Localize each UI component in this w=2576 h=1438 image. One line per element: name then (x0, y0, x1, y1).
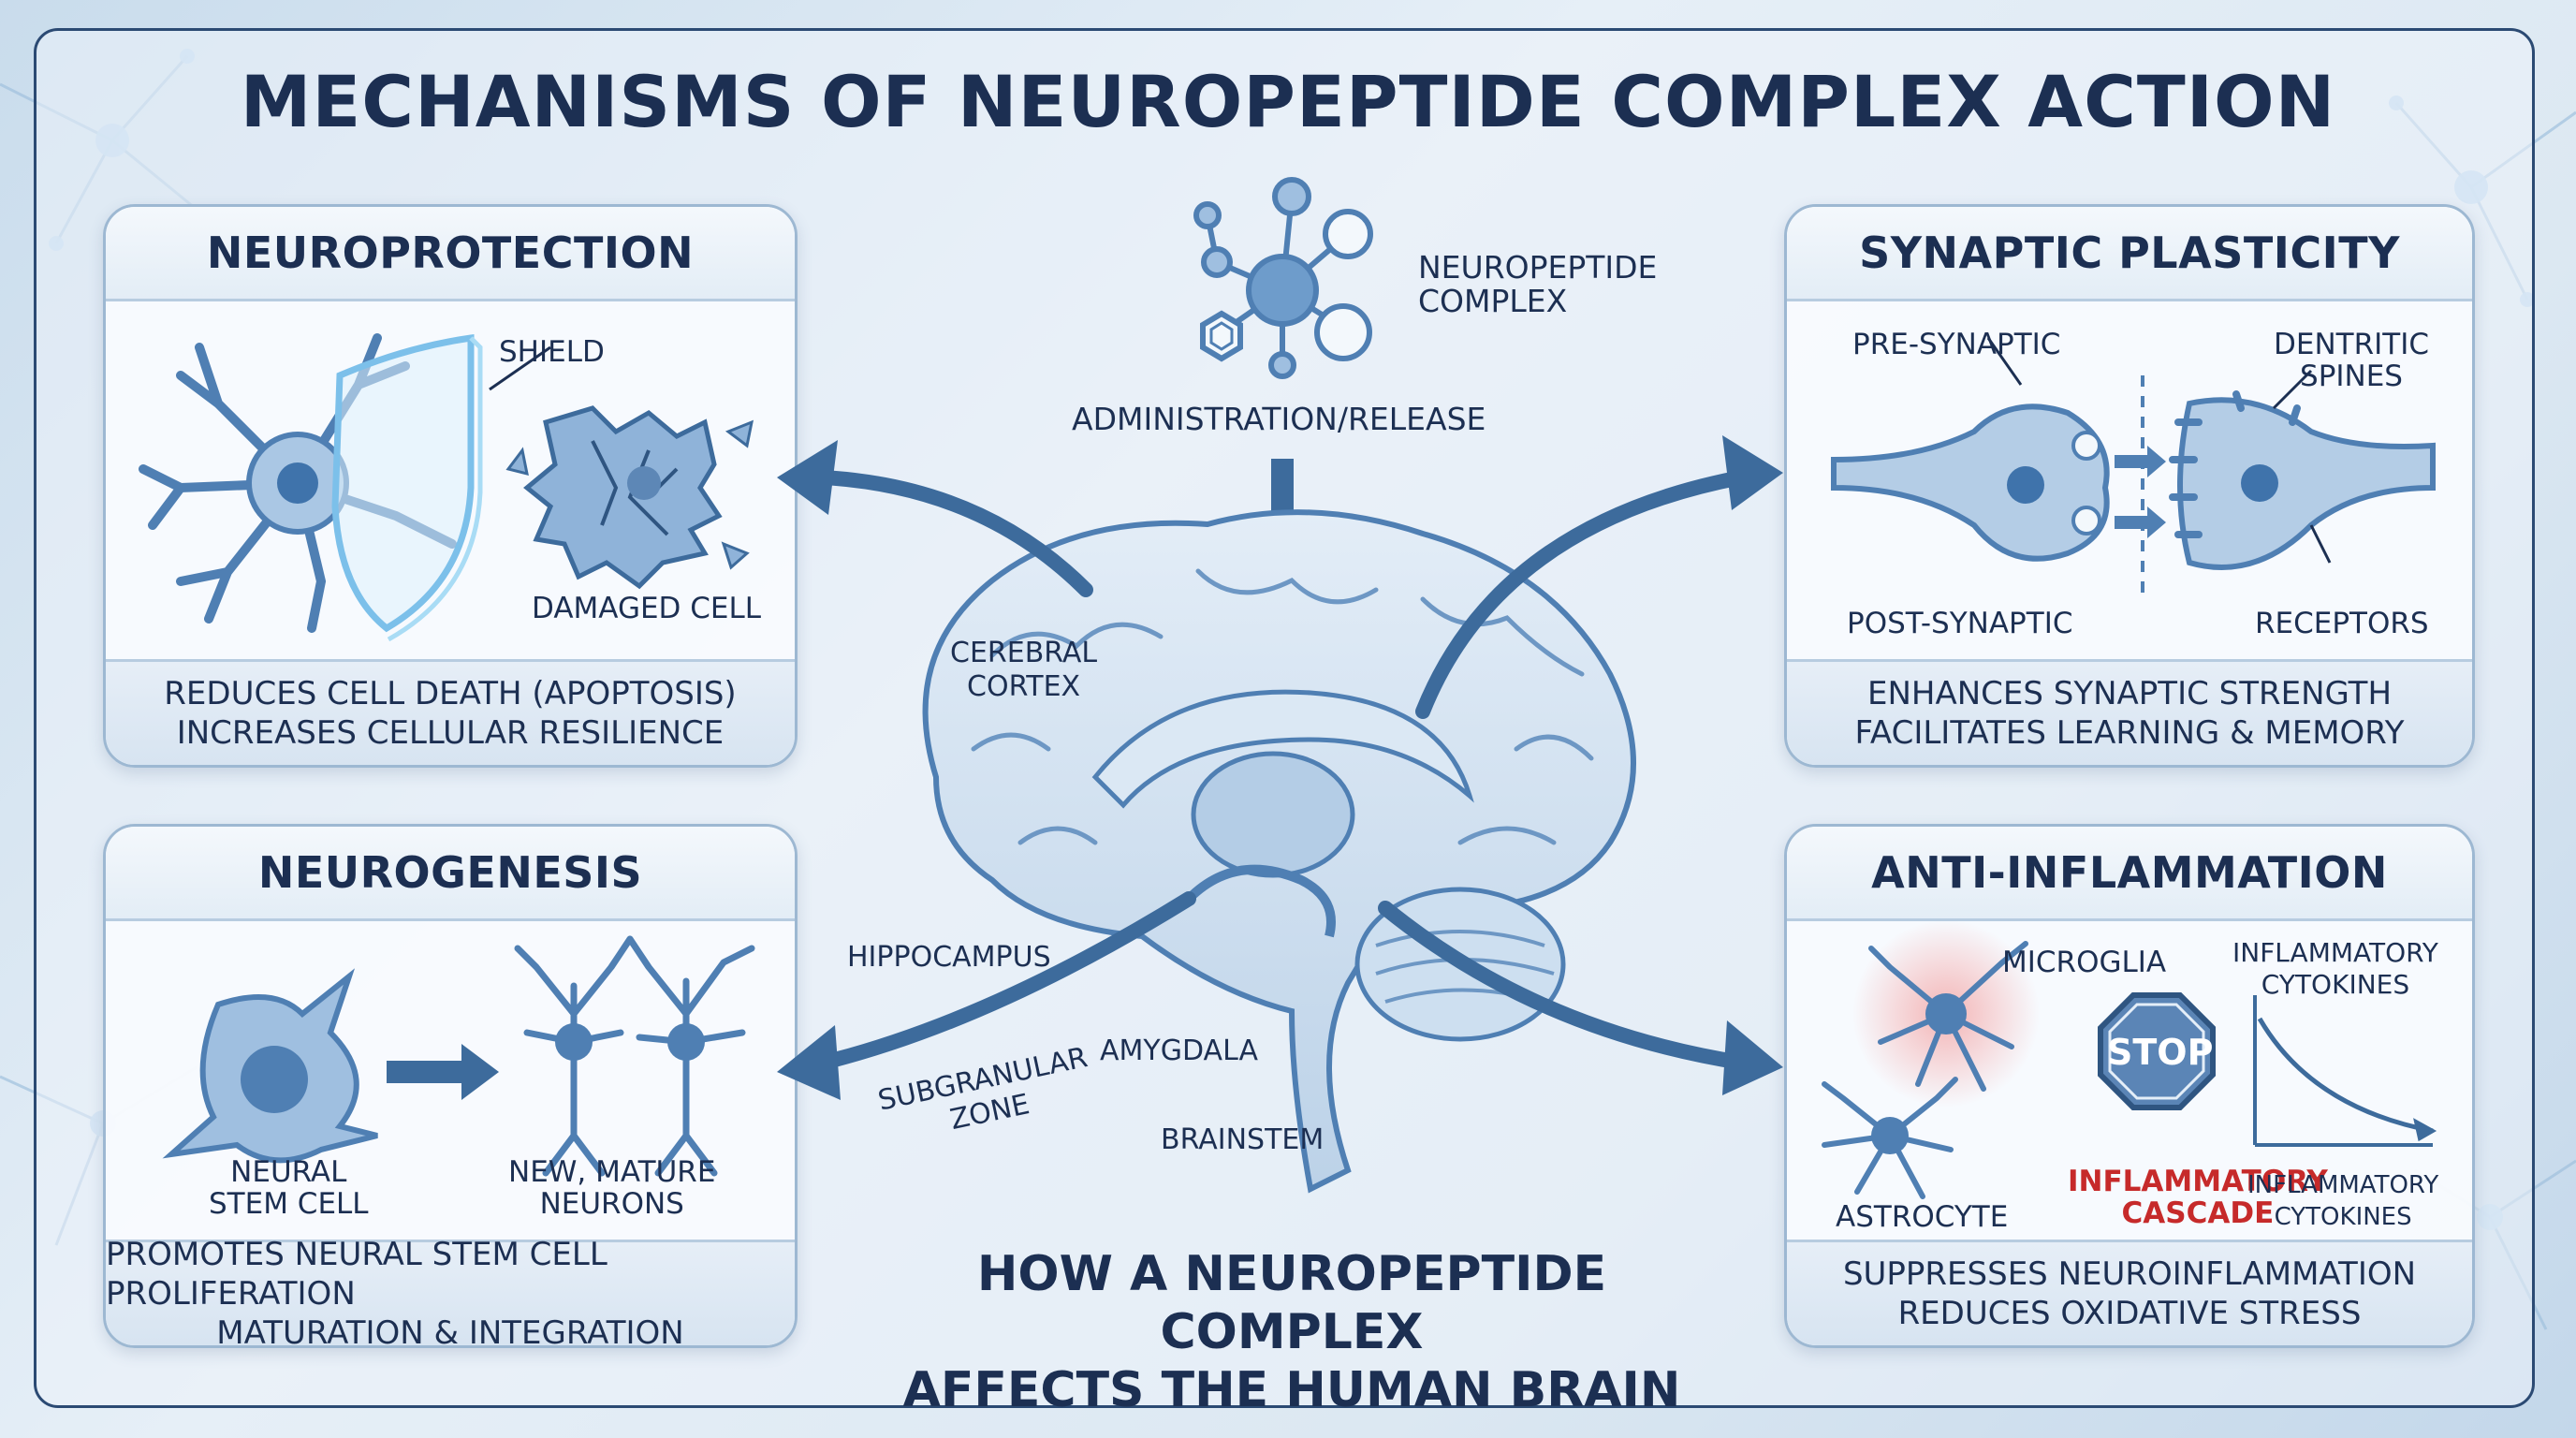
neurogenesis-panel: NEUROGENESIS NEURAL STEM CELL NEW, MATUR… (103, 824, 798, 1348)
neuroprotection-footer-line1: REDUCES CELL DEATH (APOPTOSIS) (164, 675, 737, 712)
post-synaptic-label: POST-SYNAPTIC (1847, 607, 2073, 640)
neuropeptide-complex-label: NEUROPEPTIDE COMPLEX (1418, 249, 1658, 319)
mature-neurons-label: NEW, MATURE NEURONS (508, 1155, 716, 1221)
astrocyte-icon (1822, 1077, 1958, 1199)
release-arrow-icon-2 (2115, 506, 2166, 538)
administration-label: ADMINISTRATION/RELEASE (1072, 401, 1486, 437)
cerebral-cortex-label: CEREBRAL CORTEX (950, 637, 1098, 703)
synapse-illustration (1831, 337, 2436, 600)
anti-inflammation-footer: SUPPRESSES NEUROINFLAMMATION REDUCES OXI… (1787, 1240, 2472, 1345)
receptors-label: RECEPTORS (2255, 607, 2429, 640)
differentiation-arrow-icon (387, 1044, 499, 1100)
neurogenesis-footer: PROMOTES NEURAL STEM CELL PROLIFERATION … (106, 1236, 795, 1348)
stop-sign-icon (2098, 992, 2216, 1110)
anti-inflammation-title: ANTI-INFLAMMATION (1787, 827, 2472, 921)
anti-inflammation-footer-line2: REDUCES OXIDATIVE STRESS (1897, 1295, 2362, 1332)
mature-neurons-icon (514, 935, 755, 1177)
damaged-cell-label: DAMAGED CELL (532, 592, 762, 625)
inflammatory-cascade-label: INFLAMMATORY CASCADE (2068, 1165, 2328, 1230)
synaptic-footer-line2: FACILITATES LEARNING & MEMORY (1854, 714, 2405, 752)
damaged-cell-icon (505, 405, 754, 590)
neurogenesis-illustration (162, 935, 755, 1177)
pre-synaptic-terminal-icon (1831, 404, 2110, 562)
cytokines-top-label: INFLAMMATORY CYTOKINES (2232, 937, 2438, 1000)
neural-stem-cell-icon (162, 968, 378, 1164)
shield-label: SHIELD (499, 335, 605, 369)
cytokines-bottom-label: INFLAMMATORY CYTOKINES (2247, 1171, 2439, 1231)
neuroprotection-title: NEUROPROTECTION (106, 207, 795, 301)
synaptic-plasticity-panel: SYNAPTIC PLASTICITY PRE-SYNAPTIC DENTRIT… (1784, 204, 2475, 768)
dendritic-spines-label: DENTRITIC SPINES (2274, 328, 2429, 393)
release-arrow-icon (2115, 446, 2166, 477)
brainstem-label: BRAINSTEM (1161, 1123, 1325, 1156)
neural-stem-cell-label: NEURAL STEM CELL (209, 1155, 369, 1221)
pre-synaptic-label: PRE-SYNAPTIC (1852, 328, 2061, 361)
amygdala-label: AMYGDALA (1100, 1034, 1258, 1067)
microglia-icon (1868, 941, 2028, 1092)
neuroprotection-panel: NEUROPROTECTION SHIELD DAMAGED CELL RED (103, 204, 798, 768)
neurogenesis-footer-line2: MATURATION & INTEGRATION (216, 1314, 684, 1348)
synaptic-plasticity-title: SYNAPTIC PLASTICITY (1787, 207, 2472, 301)
microglia-label: MICROGLIA (2002, 946, 2167, 979)
neurogenesis-footer-line1: PROMOTES NEURAL STEM CELL PROLIFERATION (106, 1236, 607, 1313)
anti-inflammation-panel: ANTI-INFLAMMATION MICROGLIA ASTROCYTE (1784, 824, 2475, 1348)
neuroprotection-illustration (139, 333, 754, 642)
hippocampus-label: HIPPOCAMPUS (847, 941, 1051, 974)
neurogenesis-title: NEUROGENESIS (106, 827, 795, 921)
astrocyte-label: ASTROCYTE (1836, 1200, 2009, 1234)
post-synaptic-spine-icon (2169, 390, 2436, 570)
page-title: MECHANISMS OF NEUROPEPTIDE COMPLEX ACTIO… (240, 60, 2336, 143)
stop-sign-text: STOP (2107, 1032, 2214, 1073)
bottom-caption: HOW A NEUROPEPTIDE COMPLEX AFFECTS THE H… (902, 1246, 1681, 1418)
cytokine-decline-chart-icon (2253, 995, 2437, 1147)
anti-inflammation-illustration (1822, 920, 2437, 1199)
shield-icon (331, 333, 483, 642)
anti-inflammation-footer-line1: SUPPRESSES NEUROINFLAMMATION (1842, 1255, 2417, 1293)
synaptic-plasticity-footer: ENHANCES SYNAPTIC STRENGTH FACILITATES L… (1787, 659, 2472, 765)
synaptic-footer-line1: ENHANCES SYNAPTIC STRENGTH (1866, 675, 2393, 712)
neuroprotection-footer: REDUCES CELL DEATH (APOPTOSIS) INCREASES… (106, 659, 795, 765)
neuroprotection-footer-line2: INCREASES CELLULAR RESILIENCE (176, 714, 724, 752)
